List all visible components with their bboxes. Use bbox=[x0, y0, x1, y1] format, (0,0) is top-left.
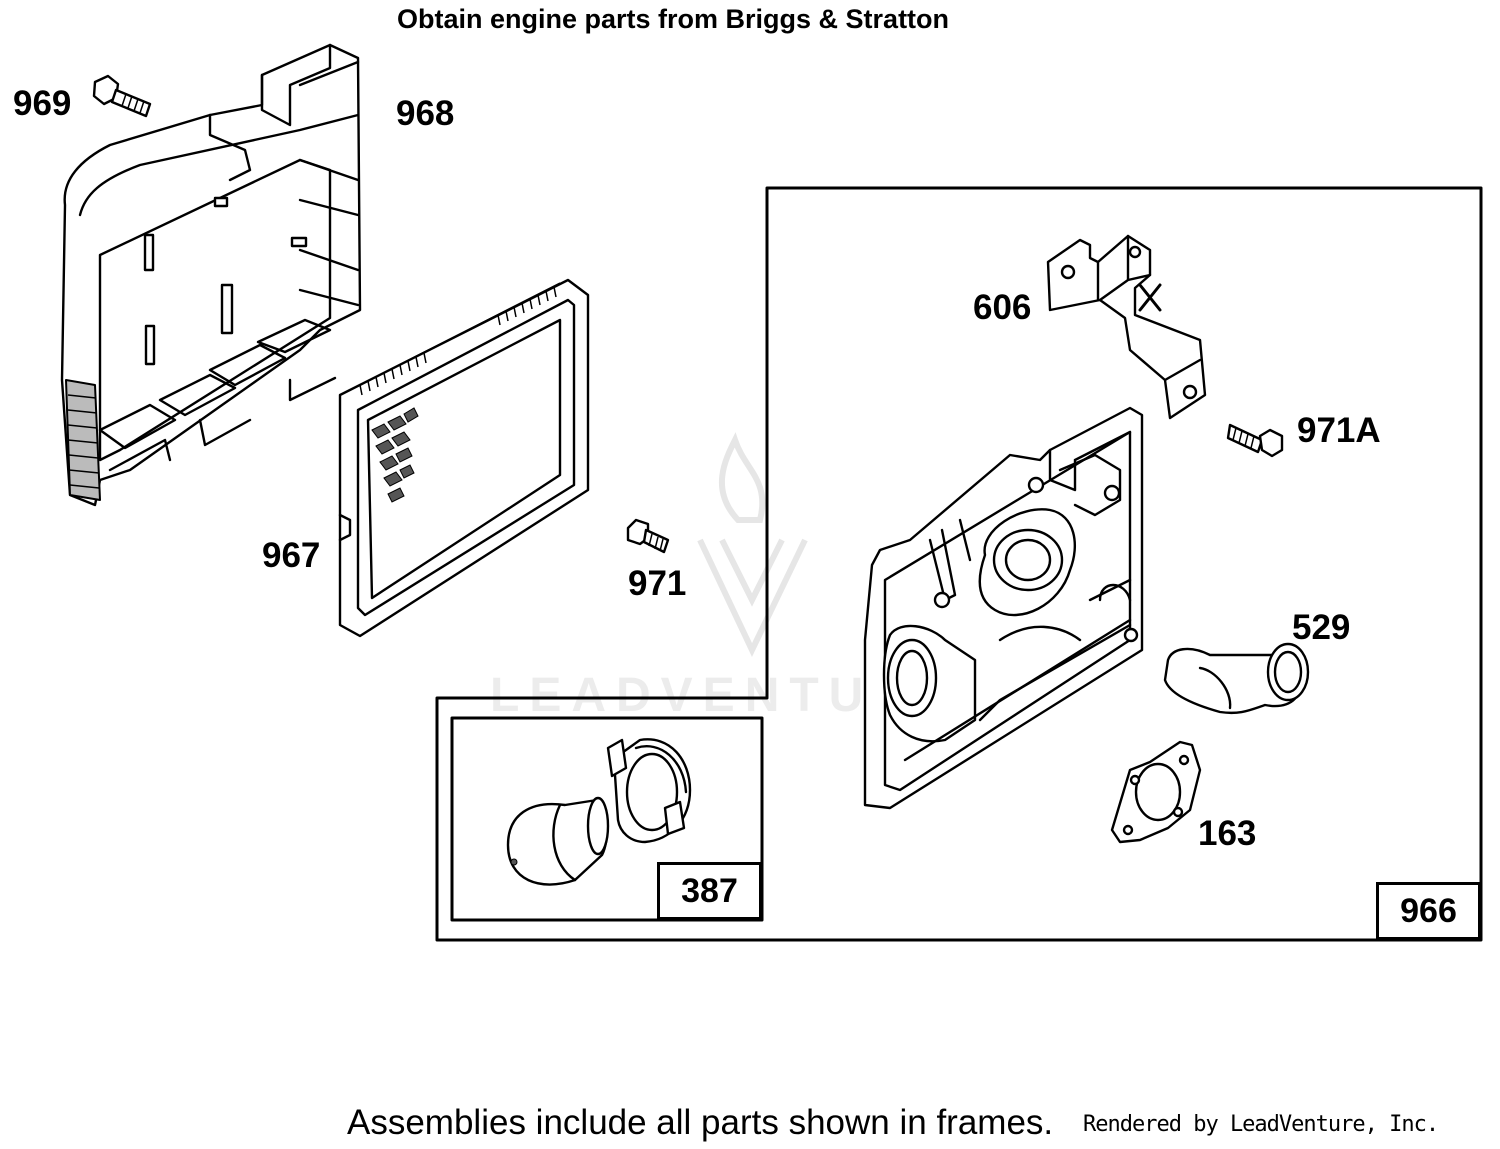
filter-pleats bbox=[359, 286, 557, 396]
callout-968[interactable]: 968 bbox=[396, 94, 455, 133]
screw-971-icon bbox=[626, 518, 670, 554]
callout-606[interactable]: 606 bbox=[973, 288, 1032, 327]
breather-parts-387-icon bbox=[506, 738, 692, 886]
air-cleaner-cover-968-icon bbox=[60, 43, 362, 507]
callout-967[interactable]: 967 bbox=[262, 536, 321, 575]
footer-credit: Rendered by LeadVenture, Inc. bbox=[1083, 1112, 1439, 1137]
footer-note: Assemblies include all parts shown in fr… bbox=[347, 1103, 1054, 1142]
callout-969[interactable]: 969 bbox=[13, 84, 72, 123]
callout-971a[interactable]: 971A bbox=[1297, 411, 1381, 450]
filter-mesh bbox=[371, 407, 419, 503]
frame-966-outline bbox=[435, 186, 1483, 942]
callout-971[interactable]: 971 bbox=[628, 564, 687, 603]
gasket-163-icon bbox=[1110, 740, 1202, 844]
screw-971a-icon bbox=[1226, 423, 1284, 458]
callout-163[interactable]: 163 bbox=[1198, 814, 1257, 853]
frame-966-label[interactable]: 966 bbox=[1376, 882, 1481, 940]
air-cleaner-base-966-icon bbox=[863, 406, 1144, 810]
header-note: Obtain engine parts from Briggs & Stratt… bbox=[397, 4, 950, 34]
bracket-606-icon bbox=[1046, 234, 1207, 420]
watermark-logo-icon bbox=[697, 432, 808, 657]
frame-387-label[interactable]: 387 bbox=[657, 862, 762, 920]
bolt-969-icon bbox=[92, 74, 152, 118]
callout-529[interactable]: 529 bbox=[1292, 608, 1351, 647]
frame-387-outline bbox=[450, 716, 764, 922]
elbow-529-icon bbox=[1163, 642, 1310, 715]
air-filter-967-icon bbox=[338, 278, 590, 638]
